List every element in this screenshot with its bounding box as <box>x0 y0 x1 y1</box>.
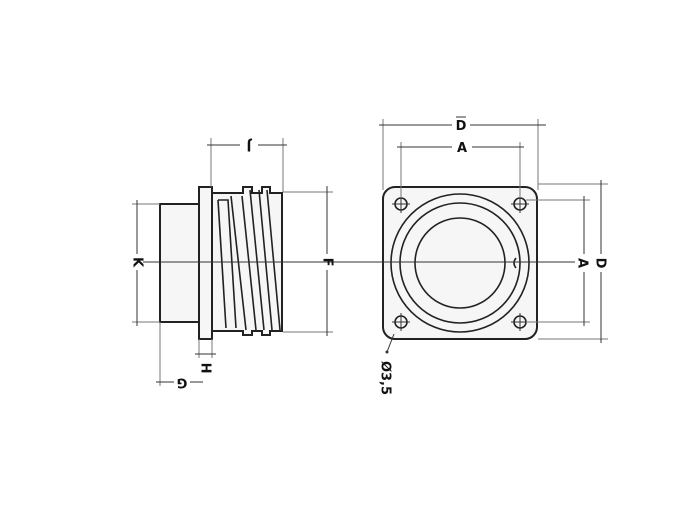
side-view: J K F H G <box>130 138 345 390</box>
label-K: K <box>130 257 145 268</box>
label-A-right: A <box>575 258 590 268</box>
label-hole-diameter: Ø3,5 <box>378 361 393 395</box>
label-H: H <box>198 363 213 374</box>
middle-ring <box>399 202 521 324</box>
label-D-right: D <box>593 258 608 269</box>
key-notch <box>513 257 517 269</box>
label-G: G <box>177 375 188 390</box>
front-view: D A A D Ø3,5 <box>345 116 608 395</box>
label-F: F <box>320 258 335 267</box>
inner-bore <box>414 217 506 309</box>
flange-plate <box>198 186 213 340</box>
label-D-top: D <box>456 119 467 134</box>
label-J: J <box>247 138 253 153</box>
outer-ring <box>390 193 530 333</box>
hole-leader-line <box>386 333 395 353</box>
thread-lines <box>217 189 281 331</box>
rear-body <box>159 203 201 323</box>
square-flange <box>382 186 538 340</box>
label-A-top: A <box>457 141 467 156</box>
